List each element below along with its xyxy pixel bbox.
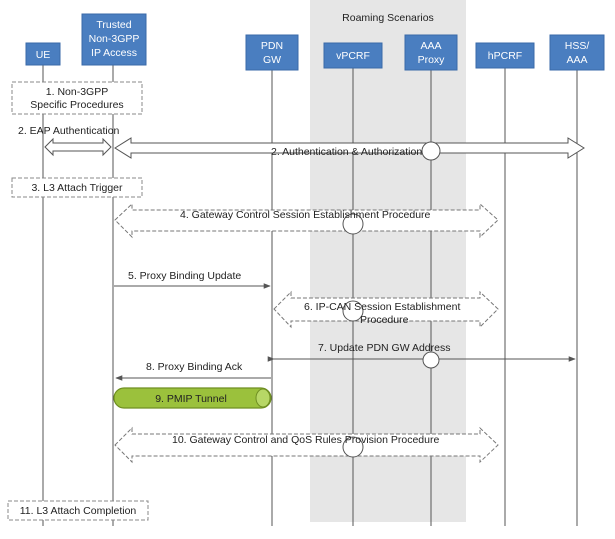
step-1-non-3gpp-procedures: 1. Non-3GPP Specific Procedures: [11, 81, 143, 115]
svg-text:Non-3GPP: Non-3GPP: [89, 33, 140, 45]
step-7-label: 7. Update PDN GW Address: [318, 342, 450, 354]
svg-text:11. L3 Attach Completion: 11. L3 Attach Completion: [20, 505, 137, 517]
step-10-qos-arrow: [114, 426, 499, 464]
step-5-label: 5. Proxy Binding Update: [128, 270, 241, 282]
step-6-ip-can-arrow: [273, 290, 499, 329]
svg-text:PDN: PDN: [261, 40, 283, 52]
svg-text:9. PMIP Tunnel: 9. PMIP Tunnel: [155, 393, 227, 405]
step-10-label: 10. Gateway Control and QoS Rules Provis…: [172, 434, 439, 446]
svg-text:UE: UE: [36, 49, 51, 61]
vpcrf-relay-circle-10: [342, 436, 364, 458]
step-9-pmip-tunnel: 9. PMIP Tunnel: [113, 387, 272, 409]
step-3-l3-attach-trigger: 3. L3 Attach Trigger: [11, 177, 143, 198]
entity-ue: UE: [25, 42, 61, 66]
entity-aaa-proxy: AAA Proxy: [404, 34, 458, 71]
svg-text:GW: GW: [263, 54, 281, 66]
roaming-scenarios-label: Roaming Scenarios: [342, 12, 434, 24]
aaa-proxy-relay-circle-7: [422, 351, 440, 369]
svg-text:Proxy: Proxy: [418, 54, 446, 66]
step-4-label: 4. Gateway Control Session Establishment…: [180, 209, 431, 221]
entity-hpcrf: hPCRF: [475, 42, 535, 69]
vpcrf-relay-circle-4: [342, 213, 364, 235]
svg-text:AAA: AAA: [566, 54, 587, 66]
step-4-gateway-control-arrow: [114, 202, 499, 239]
aaa-proxy-relay-circle: [421, 141, 441, 161]
step-2-auth-label: 2. Authentication & Authorization: [271, 146, 422, 158]
step-8-label: 8. Proxy Binding Ack: [146, 361, 243, 373]
step-2-eap-arrow: [44, 137, 112, 157]
entity-trusted-non-3gpp: Trusted Non-3GPP IP Access: [81, 13, 147, 66]
entity-pdn-gw: PDN GW: [245, 34, 299, 71]
svg-text:HSS/: HSS/: [565, 40, 590, 52]
entity-vpcrf: vPCRF: [323, 42, 383, 69]
svg-text:AAA: AAA: [420, 40, 441, 52]
lifelines: [42, 65, 578, 526]
svg-text:vPCRF: vPCRF: [336, 50, 370, 62]
svg-text:3. L3 Attach Trigger: 3. L3 Attach Trigger: [31, 182, 123, 194]
step-2-auth-arrow: [114, 137, 585, 159]
entity-hss-aaa: HSS/ AAA: [549, 34, 605, 71]
svg-text:1. Non-3GPP: 1. Non-3GPP: [46, 86, 108, 98]
step-11-l3-attach-completion: 11. L3 Attach Completion: [7, 500, 149, 521]
step-6-label-line1: 6. IP-CAN Session Establishment: [304, 301, 460, 313]
vpcrf-relay-circle-6: [342, 300, 364, 322]
svg-text:Trusted: Trusted: [96, 19, 131, 31]
svg-text:hPCRF: hPCRF: [488, 50, 522, 62]
svg-text:Specific Procedures: Specific Procedures: [30, 99, 123, 111]
step-2-eap-label: 2. EAP Authentication: [18, 125, 120, 137]
step-6-label-line2: Procedure: [360, 314, 409, 326]
svg-text:IP Access: IP Access: [91, 47, 137, 59]
